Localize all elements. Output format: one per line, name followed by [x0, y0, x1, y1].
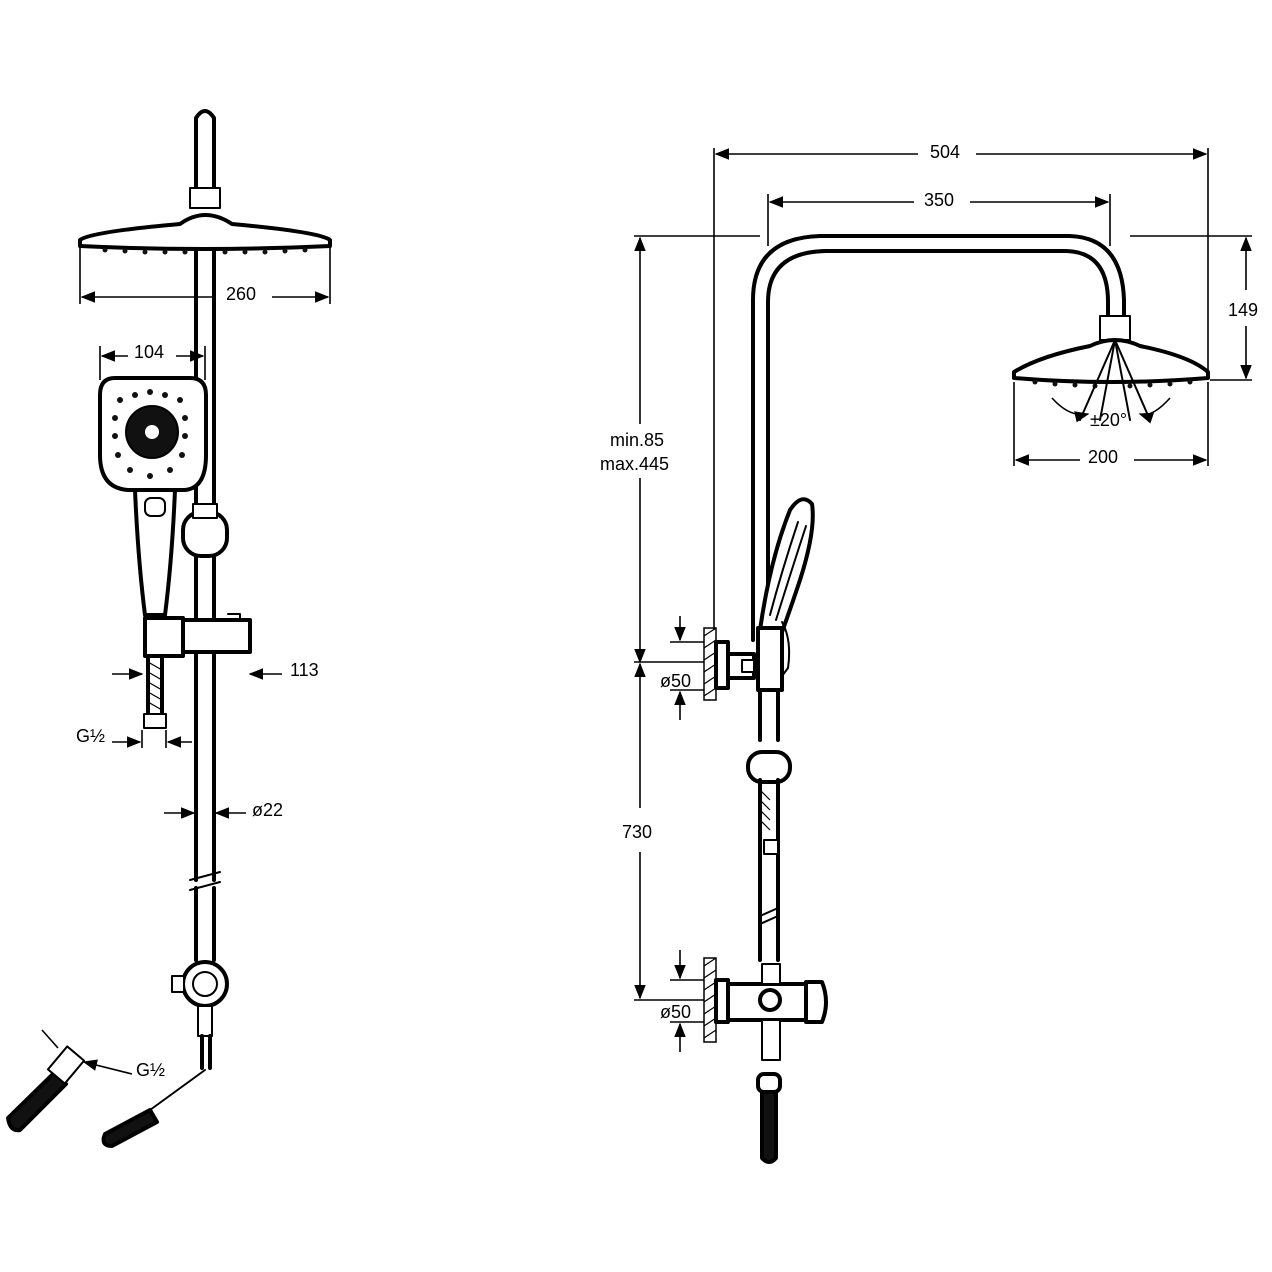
dim-rail-diameter: ø22	[164, 800, 283, 820]
dim-g12-front-label: G½	[76, 726, 105, 746]
dim-slider-offset: 113	[112, 660, 319, 680]
dim-side-head-width: 200	[1013, 382, 1209, 467]
front-view: 260 104 113 G½ ø22 G½	[6, 109, 332, 1148]
upper-wall-bracket	[703, 627, 756, 701]
dim-104-label: 104	[134, 342, 164, 362]
dim-lower-bracket: ø50	[660, 950, 704, 1052]
dim-504-label: 504	[930, 142, 960, 162]
dim-50-upper-label: ø50	[660, 671, 691, 691]
dim-tilt-label: ±20°	[1090, 410, 1127, 430]
dim-g12-hose-label: G½	[136, 1060, 165, 1080]
dim-200-label: 200	[1088, 447, 1118, 467]
dim-260-label: 260	[226, 284, 256, 304]
dim-hand-shower-width: 104	[99, 342, 206, 380]
dim-height-adjust: min.85 max.445	[600, 235, 760, 664]
dim-22-label: ø22	[252, 800, 283, 820]
dim-overall-depth: 504	[713, 142, 1209, 630]
hose-hatch-front	[147, 661, 163, 711]
dim-hose-thread: G½	[41, 1029, 165, 1080]
hose-hatch-side	[759, 789, 771, 831]
dim-arm-projection: 350	[767, 190, 1111, 246]
side-view: ±20°	[600, 142, 1258, 1164]
dim-730-label: 730	[622, 822, 652, 842]
dim-350-label: 350	[924, 190, 954, 210]
dim-inlet-thread: G½	[76, 726, 192, 748]
dim-149-label: 149	[1228, 300, 1258, 320]
dim-min-label: min.85	[610, 430, 664, 450]
dim-column-height: 730	[622, 661, 704, 1001]
dim-head-drop: 149	[1130, 235, 1258, 381]
head-nozzles-front	[102, 247, 308, 255]
dim-upper-bracket: ø50	[660, 616, 704, 720]
dim-head-width: 260	[79, 246, 331, 304]
hand-shower-nozzles	[112, 389, 188, 479]
lower-wall-bracket	[703, 957, 730, 1043]
dim-max-label: max.445	[600, 454, 669, 474]
dim-113-label: 113	[290, 660, 319, 680]
dim-50-lower-label: ø50	[660, 1002, 691, 1022]
